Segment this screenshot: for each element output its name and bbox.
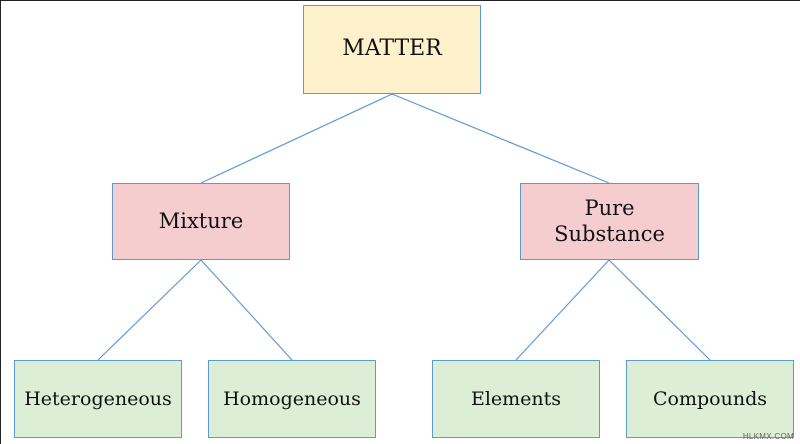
watermark: HLKMX.COM <box>742 432 794 441</box>
compounds-node: Compounds <box>626 360 794 438</box>
elements-node: Elements <box>432 360 600 438</box>
matter-node: MATTER <box>303 5 481 94</box>
homogeneous-node: Homogeneous <box>208 360 376 438</box>
connector-matter-pure <box>391 93 610 184</box>
heterogeneous-label: Heterogeneous <box>24 387 172 410</box>
compounds-label: Compounds <box>653 387 767 410</box>
mixture-node: Mixture <box>112 183 290 260</box>
mixture-label: Mixture <box>158 208 244 233</box>
connector-mixture-homogeneous <box>200 259 293 361</box>
pure-substance-node: Pure Substance <box>520 183 699 260</box>
pure-substance-label: Pure Substance <box>554 196 665 246</box>
connector-matter-mixture <box>200 93 393 184</box>
connector-pure-compounds <box>608 259 711 361</box>
connector-mixture-heterogeneous <box>97 259 202 361</box>
connector-pure-elements <box>515 259 610 361</box>
homogeneous-label: Homogeneous <box>223 387 361 410</box>
elements-label: Elements <box>470 387 562 410</box>
matter-label: MATTER <box>342 36 442 62</box>
heterogeneous-node: Heterogeneous <box>14 360 182 438</box>
